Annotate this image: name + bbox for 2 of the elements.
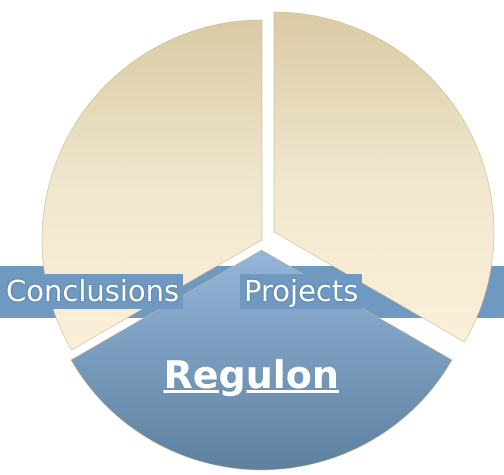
band-label: Projects [240, 274, 362, 309]
sector-label: Regulon [163, 355, 339, 397]
